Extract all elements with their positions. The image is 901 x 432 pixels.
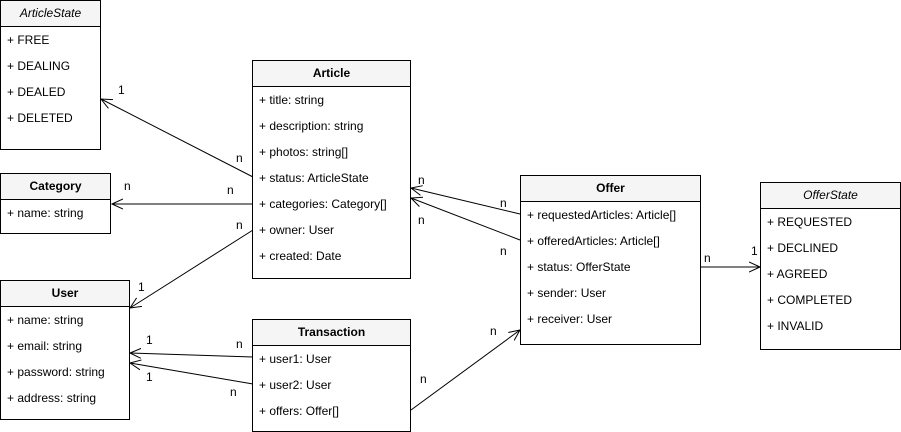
offer-attribute: + status: OfferState: [527, 260, 631, 274]
multiplicity-label: n: [418, 213, 425, 227]
article-attribute: + status: ArticleState: [259, 171, 369, 185]
article-attribute: + owner: User: [259, 223, 335, 237]
article-attribute: + created: Date: [259, 249, 342, 263]
article-attribute: + description: string: [259, 119, 364, 133]
class-articlestate[interactable]: ArticleState + FREE + DEALING + DEALED +…: [0, 0, 101, 150]
class-article-title: Article: [253, 61, 410, 87]
class-offer-title: Offer: [521, 176, 700, 202]
class-transaction[interactable]: Transaction + user1: User + user2: User …: [252, 319, 411, 432]
article-to-articlestate-line: [101, 99, 254, 178]
offer-attribute: + offeredArticles: Article[]: [527, 234, 660, 248]
offer-attribute: + sender: User: [527, 286, 607, 300]
articlestate-literal: + DELETED: [7, 111, 73, 125]
multiplicity-label: n: [500, 196, 507, 210]
multiplicity-label: n: [704, 251, 711, 265]
category-attribute: + name: string: [7, 206, 84, 220]
multiplicity-label: n: [236, 218, 243, 232]
multiplicity-label: n: [420, 372, 427, 386]
multiplicity-label: n: [418, 173, 425, 187]
user-attribute: + address: string: [7, 391, 97, 405]
offerstate-literal: + DECLINED: [767, 241, 839, 255]
offer-attribute: + receiver: User: [527, 312, 613, 326]
articlestate-literal: + FREE: [7, 33, 50, 47]
transaction-attribute: + user1: User: [259, 352, 332, 366]
multiplicity-label: n: [230, 385, 237, 399]
transaction-to-offer-line: [410, 330, 520, 411]
articlestate-literal: + DEALED: [7, 85, 66, 99]
article-attribute: + title: string: [259, 93, 325, 107]
transaction-attribute: + user2: User: [259, 378, 332, 392]
offer-to-article-requested-line: [411, 188, 521, 215]
multiplicity-label: 1: [138, 280, 145, 294]
multiplicity-label: 1: [751, 244, 758, 258]
class-user[interactable]: User + name: string + email: string + pa…: [0, 280, 130, 420]
article-attribute: + photos: string[]: [259, 145, 349, 159]
multiplicity-label: 1: [146, 370, 153, 384]
multiplicity-label: n: [236, 151, 243, 165]
offerstate-literal: + INVALID: [767, 319, 824, 333]
offer-attribute: + requestedArticles: Article[]: [527, 208, 677, 222]
multiplicity-label: n: [236, 337, 243, 351]
class-transaction-title: Transaction: [253, 320, 410, 346]
multiplicity-label: n: [227, 183, 234, 197]
transaction-to-user1-line: [130, 353, 254, 357]
article-to-user-line: [130, 229, 254, 308]
transaction-attribute: + offers: Offer[]: [259, 404, 339, 418]
multiplicity-label: n: [490, 324, 497, 338]
class-category-title: Category: [1, 174, 110, 200]
class-category[interactable]: Category + name: string: [0, 173, 111, 234]
user-attribute: + password: string: [7, 365, 105, 379]
class-articlestate-title: ArticleState: [1, 1, 100, 27]
articlestate-literal: + DEALING: [7, 59, 71, 73]
class-offerstate[interactable]: OfferState + REQUESTED + DECLINED + AGRE…: [760, 182, 901, 350]
user-attribute: + name: string: [7, 313, 84, 327]
transaction-to-user2-line: [130, 363, 254, 385]
class-offer[interactable]: Offer + requestedArticles: Article[] + o…: [520, 175, 701, 345]
offerstate-literal: + AGREED: [767, 267, 828, 281]
multiplicity-label: n: [124, 179, 131, 193]
multiplicity-label: n: [500, 244, 507, 258]
offer-to-article-offered-line: [411, 198, 521, 241]
offerstate-literal: + COMPLETED: [767, 293, 853, 307]
offerstate-literal: + REQUESTED: [767, 215, 853, 229]
class-user-title: User: [1, 281, 129, 307]
class-offerstate-title: OfferState: [761, 183, 900, 209]
multiplicity-label: 1: [118, 83, 125, 97]
article-attribute: + categories: Category[]: [259, 197, 387, 211]
user-attribute: + email: string: [7, 339, 83, 353]
class-article[interactable]: Article + title: string + description: s…: [252, 60, 411, 279]
multiplicity-label: 1: [146, 333, 153, 347]
